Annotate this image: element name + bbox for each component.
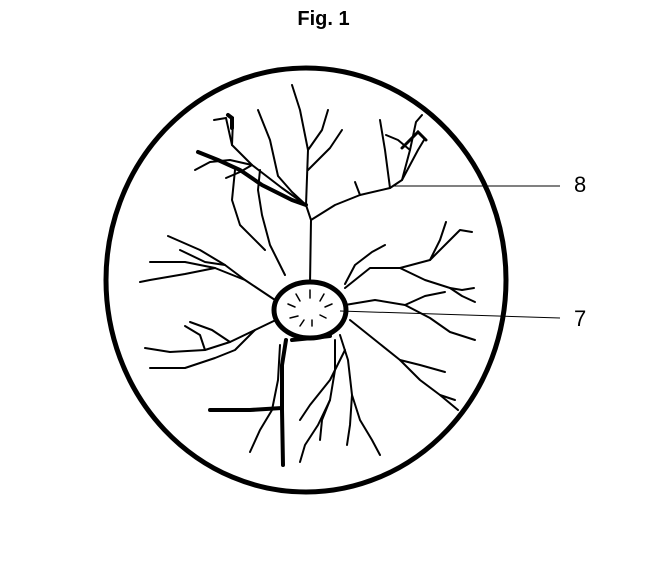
- dark-vessel-upper-left-tip: [226, 113, 234, 130]
- leader-line-7: [339, 310, 561, 319]
- reference-numeral-8: 8: [574, 172, 586, 197]
- optic-disc: [271, 279, 349, 341]
- eye-outline: [103, 65, 509, 495]
- left-vessels: [139, 235, 281, 369]
- upper-vessels: [194, 84, 425, 285]
- right-vessels: [344, 221, 476, 411]
- optic-stem: [280, 338, 288, 467]
- figure-title: Fig. 1: [297, 8, 350, 30]
- dark-vessel-upper-right-tip: [400, 129, 428, 150]
- lower-vessels: [249, 334, 381, 463]
- optic-disc-ticks: [287, 289, 333, 327]
- lower-left-dark-branch: [208, 406, 284, 412]
- reference-numeral-7: 7: [574, 306, 586, 331]
- dark-vessel-upper-left: [196, 150, 308, 207]
